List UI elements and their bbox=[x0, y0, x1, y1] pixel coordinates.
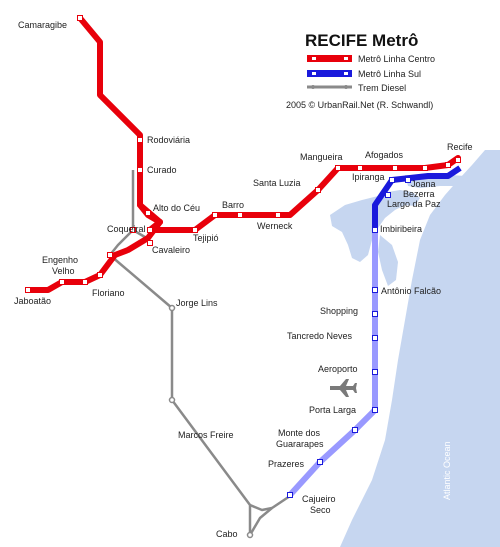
linha-sul-planned bbox=[287, 230, 378, 498]
station-label-cavaleiro: Cavaleiro bbox=[152, 245, 190, 255]
station-marker bbox=[130, 227, 136, 233]
station-marker bbox=[372, 287, 378, 293]
station-label-jorge-lins: Jorge Lins bbox=[176, 298, 218, 308]
airport-icon bbox=[330, 379, 357, 397]
station-label-guararapes: Guararapes bbox=[276, 439, 324, 449]
station-label-imbiribeira: Imbiribeira bbox=[380, 224, 422, 234]
station-label-prazeres: Prazeres bbox=[268, 459, 305, 469]
station-marker bbox=[422, 165, 428, 171]
station-marker bbox=[137, 167, 143, 173]
station-label-marcos-freire: Marcos Freire bbox=[178, 430, 234, 440]
station-marker bbox=[287, 492, 293, 498]
station-marker bbox=[335, 165, 341, 171]
station-marker bbox=[77, 15, 83, 21]
station-marker bbox=[372, 335, 378, 341]
station-label-werneck: Werneck bbox=[257, 221, 293, 231]
legend-label-diesel: Trem Diesel bbox=[358, 83, 406, 93]
station-label-barro: Barro bbox=[222, 200, 244, 210]
station-label-floriano: Floriano bbox=[92, 288, 125, 298]
station-marker bbox=[97, 272, 103, 278]
station-label-monte-dos: Monte dos bbox=[278, 428, 321, 438]
station-marker bbox=[372, 227, 378, 233]
station-marker bbox=[372, 407, 378, 413]
station-label-rodoviaria: Rodoviária bbox=[147, 135, 190, 145]
station-label-tancredo-neves: Tancredo Neves bbox=[287, 331, 353, 341]
station-label-cajueiro: Cajueiro bbox=[302, 494, 336, 504]
station-label-ipiranga: Ipiranga bbox=[352, 172, 385, 182]
station-label-velho: Velho bbox=[52, 266, 75, 276]
station-marker bbox=[212, 212, 218, 218]
station-marker bbox=[352, 427, 358, 433]
station-marker bbox=[59, 279, 65, 285]
station-marker bbox=[147, 227, 153, 233]
station-marker bbox=[385, 192, 391, 198]
station-marker bbox=[25, 287, 31, 293]
station-label-jaboatao: Jaboatão bbox=[14, 296, 51, 306]
station-marker bbox=[445, 162, 451, 168]
map-title: RECIFE Metrô bbox=[305, 31, 418, 50]
station-marker bbox=[137, 137, 143, 143]
station-marker bbox=[82, 279, 88, 285]
station-marker bbox=[389, 177, 395, 183]
station-marker bbox=[357, 165, 363, 171]
station-marker bbox=[237, 212, 243, 218]
station-labels: Camaragibe Rodoviária Curado Alto do Céu… bbox=[14, 20, 473, 539]
legend-label-centro: Metrô Linha Centro bbox=[358, 54, 435, 64]
station-marker bbox=[275, 212, 281, 218]
station-marker bbox=[107, 252, 113, 258]
station-label-curado: Curado bbox=[147, 165, 177, 175]
station-marker bbox=[317, 459, 323, 465]
station-marker bbox=[405, 177, 411, 183]
station-marker bbox=[246, 531, 254, 539]
station-label-recife: Recife bbox=[447, 142, 473, 152]
station-label-seco: Seco bbox=[310, 505, 331, 515]
station-label-afogados: Afogados bbox=[365, 150, 404, 160]
station-label-coqueiral: Coqueiral bbox=[107, 224, 146, 234]
station-label-camaragibe: Camaragibe bbox=[18, 20, 67, 30]
station-label-antonio-falcao: Antônio Falcão bbox=[381, 286, 441, 296]
legend: Metrô Linha Centro Metrô Linha Sul Trem … bbox=[307, 54, 435, 93]
water-area bbox=[330, 150, 500, 547]
station-marker bbox=[168, 396, 176, 404]
station-label-engenho: Engenho bbox=[42, 255, 78, 265]
station-label-santa-luzia: Santa Luzia bbox=[253, 178, 301, 188]
station-marker bbox=[372, 311, 378, 317]
station-marker bbox=[392, 165, 398, 171]
station-label-joana: Joana bbox=[411, 179, 436, 189]
station-label-aeroporto: Aeroporto bbox=[318, 364, 358, 374]
station-label-largo-da-paz: Largo da Paz bbox=[387, 199, 441, 209]
station-label-porta-larga: Porta Larga bbox=[309, 405, 356, 415]
station-label-tejipio: Tejipió bbox=[193, 233, 219, 243]
ocean-shape bbox=[340, 150, 500, 547]
legend-swatch-sul bbox=[307, 70, 352, 77]
station-label-bezerra: Bezerra bbox=[403, 189, 435, 199]
station-marker bbox=[372, 369, 378, 375]
ocean-label: Atlantic Ocean bbox=[442, 441, 452, 500]
station-marker bbox=[455, 157, 461, 163]
station-markers bbox=[25, 15, 461, 539]
station-label-cabo: Cabo bbox=[216, 529, 238, 539]
river-shape bbox=[378, 235, 398, 286]
station-marker bbox=[168, 304, 176, 312]
station-label-mangueira: Mangueira bbox=[300, 152, 343, 162]
station-marker bbox=[147, 240, 153, 246]
station-marker bbox=[315, 187, 321, 193]
station-label-alto-do-ceu: Alto do Céu bbox=[153, 203, 200, 213]
station-marker bbox=[145, 210, 151, 216]
station-label-shopping: Shopping bbox=[320, 306, 358, 316]
legend-label-sul: Metrô Linha Sul bbox=[358, 69, 421, 79]
station-marker bbox=[192, 227, 198, 233]
legend-swatch-centro bbox=[307, 55, 352, 62]
credit-text: 2005 © UrbanRail.Net (R. Schwandl) bbox=[286, 100, 433, 110]
